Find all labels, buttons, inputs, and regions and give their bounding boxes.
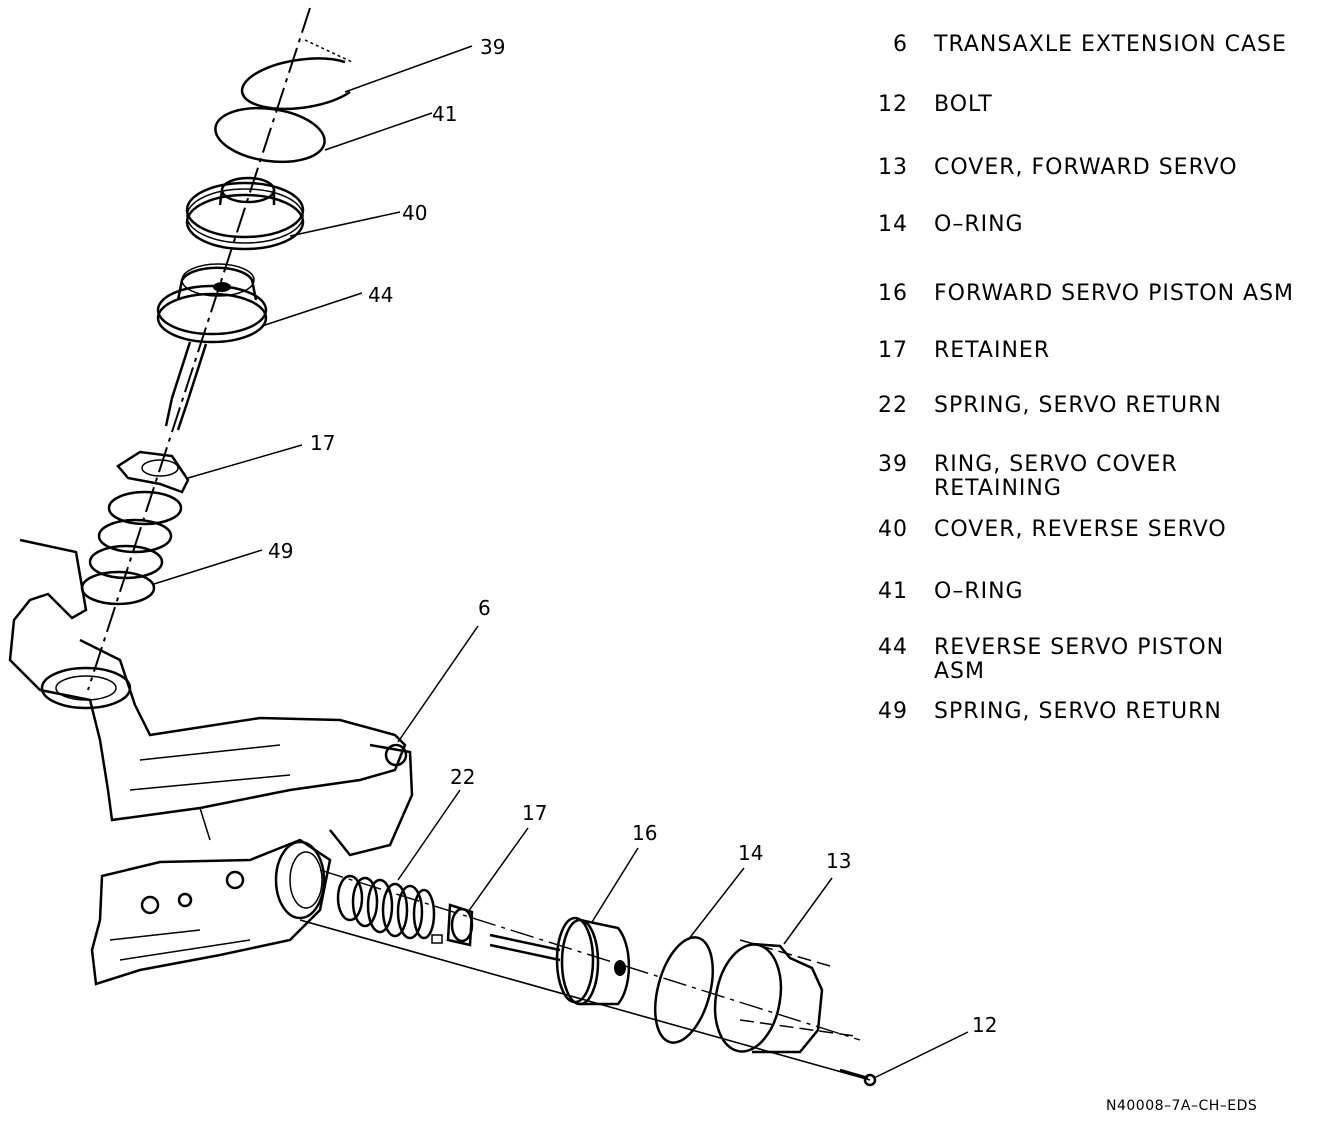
legend-number: 22 [878, 393, 908, 418]
legend-description: O–RING [934, 579, 1024, 604]
callout-39: 39 [480, 35, 505, 59]
legend-number: 41 [878, 579, 908, 604]
callout-14: 14 [738, 841, 763, 865]
part-39-retaining-ring [240, 39, 353, 111]
legend-number: 16 [878, 281, 908, 306]
callout-12: 12 [972, 1013, 997, 1037]
part-14-o-ring [654, 936, 714, 1044]
legend-number: 17 [878, 338, 908, 363]
legend-number: 39 [878, 452, 908, 477]
legend-number: 13 [878, 155, 908, 180]
part-41-o-ring [214, 106, 326, 164]
legend-number: 44 [878, 635, 908, 660]
callout-6: 6 [478, 596, 491, 620]
part-22-spring [336, 874, 436, 940]
part-17-retainer-lower [431, 903, 474, 947]
legend-description: REVERSE SERVO PISTON ASM [934, 635, 1225, 684]
callout-41: 41 [432, 102, 457, 126]
transaxle-case [8, 538, 414, 986]
legend-description: RETAINER [934, 338, 1051, 363]
callout-40: 40 [402, 201, 427, 225]
legend-description: O–RING [934, 212, 1024, 237]
part-17-retainer-upper [116, 450, 190, 494]
legend-number: 49 [878, 699, 908, 724]
legend-number: 6 [893, 32, 908, 57]
legend-description: BOLT [934, 92, 993, 117]
callout-13: 13 [826, 849, 851, 873]
legend-description: COVER, REVERSE SERVO [934, 517, 1227, 542]
callout-16: 16 [632, 821, 657, 845]
legend-description: RING, SERVO COVER RETAINING [934, 452, 1178, 501]
part-13-forward-servo-cover [713, 939, 856, 1054]
callout-17-lower: 17 [522, 801, 547, 825]
legend-number: 14 [878, 212, 908, 237]
callout-49: 49 [268, 539, 293, 563]
legend-description: SPRING, SERVO RETURN [934, 393, 1222, 418]
callout-17-upper: 17 [310, 431, 335, 455]
part-49-spring [80, 490, 183, 606]
legend-number: 12 [878, 92, 908, 117]
lower-centerline [299, 919, 871, 1081]
upper-centerline [87, 7, 311, 691]
legend-description: FORWARD SERVO PISTON ASM [934, 281, 1295, 306]
legend-description: COVER, FORWARD SERVO [934, 155, 1238, 180]
legend-description: SPRING, SERVO RETURN [934, 699, 1222, 724]
legend-description: TRANSAXLE EXTENSION CASE [934, 32, 1287, 57]
part-44-reverse-servo-piston [156, 263, 268, 431]
lower-axis-dash [319, 869, 861, 1041]
callout-44: 44 [368, 283, 393, 307]
callout-22: 22 [450, 765, 475, 789]
figure-code: N40008–7A–CH–EDS [1106, 1098, 1258, 1114]
leader-lines [153, 45, 969, 1079]
part-16-forward-servo-piston [489, 916, 631, 1006]
legend-number: 40 [878, 517, 908, 542]
part-40-reverse-servo-cover [185, 176, 305, 251]
part-12-bolt [839, 1068, 877, 1087]
